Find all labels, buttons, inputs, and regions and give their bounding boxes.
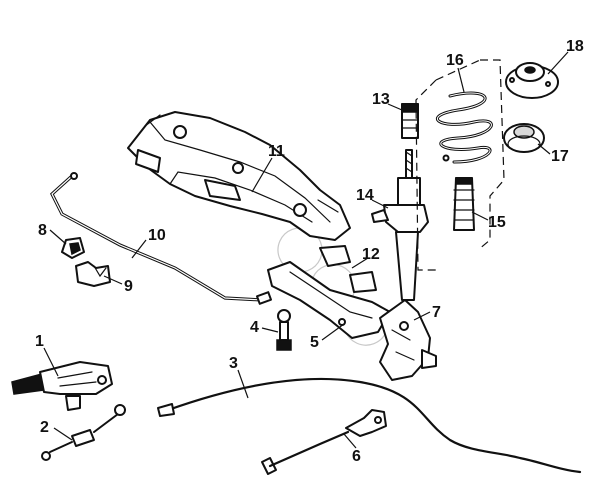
lower-arm-bushes [319, 245, 377, 293]
callout-16: 16 [446, 52, 464, 69]
handbrake-lever [11, 361, 113, 411]
assembly-guide-lines [415, 59, 505, 271]
callout-17: 17 [551, 148, 569, 165]
strut-top-mount [505, 62, 559, 99]
callout-8: 8 [38, 222, 47, 239]
callout-15: 15 [488, 214, 506, 231]
bump-stop-upper [401, 103, 419, 139]
coil-spring [435, 91, 493, 164]
callout-13: 13 [372, 91, 390, 108]
callout-6: 6 [352, 448, 361, 465]
dust-gaiter [453, 177, 475, 231]
callout-9: 9 [124, 278, 133, 295]
callout-3: 3 [229, 355, 238, 372]
callout-18: 18 [566, 38, 584, 55]
callout-5: 5 [310, 334, 319, 351]
ball-joint-bolt [276, 309, 292, 351]
strut-damper [371, 149, 429, 301]
callout-12: 12 [362, 246, 380, 263]
callout-numbers: 1 2 3 4 5 6 7 8 9 10 11 12 13 14 15 16 1… [35, 38, 584, 465]
callout-14: 14 [356, 187, 374, 204]
steering-knuckle [379, 299, 437, 381]
lower-wishbone [267, 261, 391, 339]
callout-2: 2 [40, 419, 49, 436]
callout-10: 10 [148, 227, 166, 244]
roll-bar-bracket [75, 261, 111, 287]
spring-bearing-cup [503, 123, 545, 153]
cable-adjuster [41, 404, 126, 461]
callout-11: 11 [268, 143, 285, 160]
callout-4: 4 [250, 319, 259, 336]
subframe-crossmember [127, 111, 351, 241]
callout-1: 1 [35, 333, 44, 350]
brake-link [261, 409, 387, 475]
brake-cable [157, 377, 582, 474]
anti-roll-bar [50, 172, 273, 305]
roll-bar-bush [61, 237, 85, 259]
callout-7: 7 [432, 304, 441, 321]
callout-leaders [43, 51, 569, 449]
